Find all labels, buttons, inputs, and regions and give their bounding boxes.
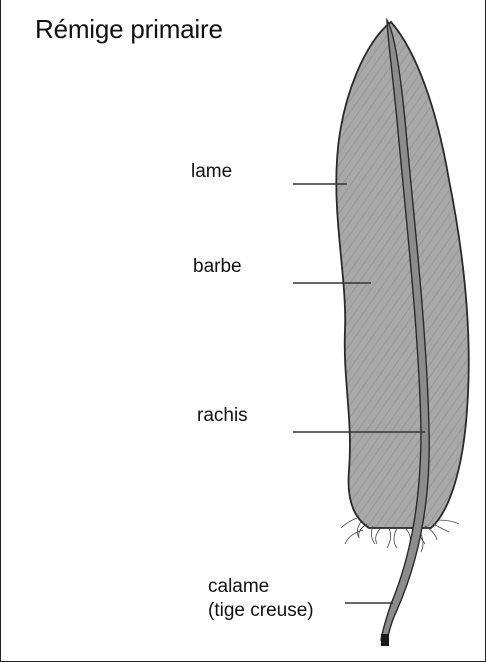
calame-tip <box>381 634 389 646</box>
label-calame: calame (tige creuse) <box>208 575 314 623</box>
label-lame: lame <box>191 160 232 184</box>
label-calame-line2: (tige creuse) <box>208 599 314 623</box>
label-calame-line1: calame <box>208 575 314 599</box>
label-rachis: rachis <box>197 404 248 428</box>
label-barbe: barbe <box>193 255 242 279</box>
